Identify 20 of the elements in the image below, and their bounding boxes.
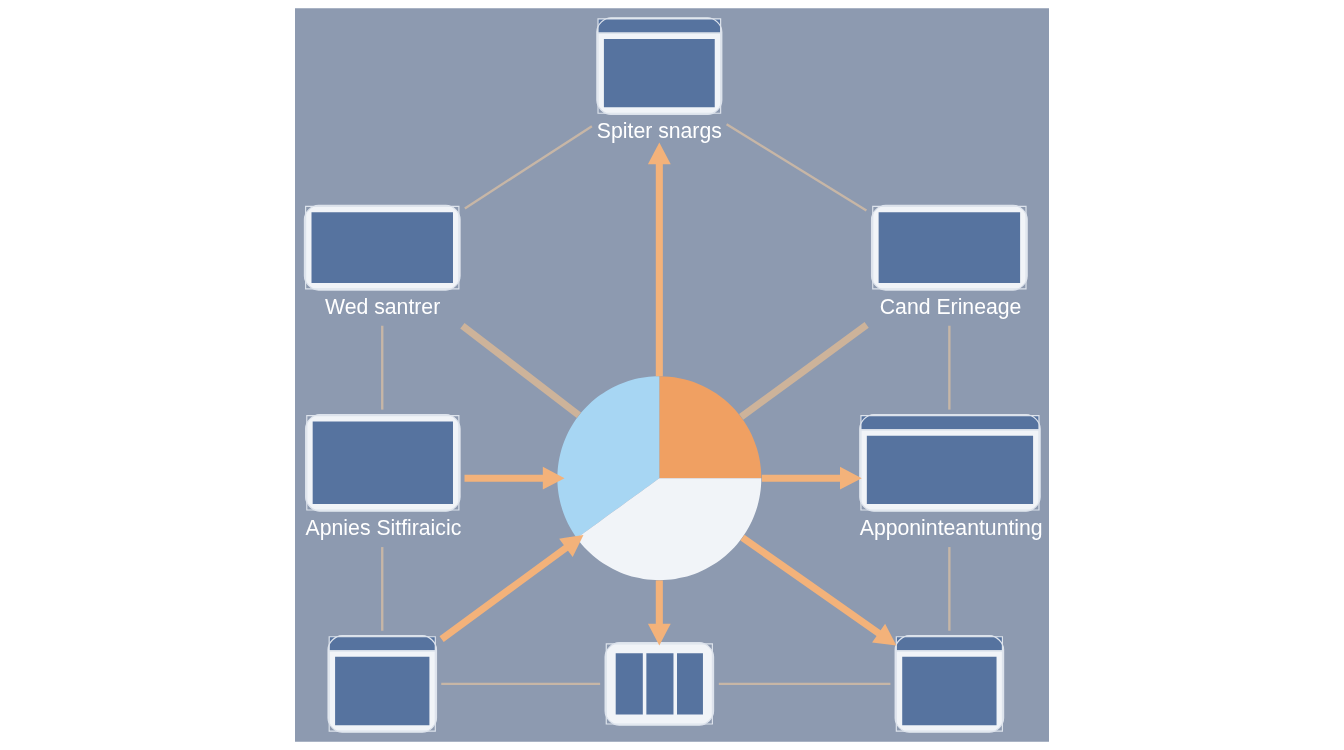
arrow <box>761 466 862 490</box>
connector <box>441 682 601 686</box>
arrow <box>647 142 671 377</box>
connector <box>948 325 951 410</box>
node-label: Apnies Sitfiraicic <box>305 516 462 540</box>
arrow <box>647 580 671 646</box>
connector <box>381 325 384 410</box>
node-label: Cand Erineage <box>879 295 1022 319</box>
node-label: Apponinteantunting <box>859 516 1043 540</box>
arrow <box>439 535 584 643</box>
connector <box>464 125 593 210</box>
connector <box>718 682 891 686</box>
arrow <box>740 534 897 646</box>
node-label: Spiter snargs <box>596 119 722 143</box>
connector <box>739 322 869 420</box>
connector <box>725 123 868 212</box>
connector <box>948 547 951 631</box>
node-label: Wed santrer <box>325 295 441 319</box>
connector <box>460 322 582 418</box>
connector <box>381 547 384 631</box>
